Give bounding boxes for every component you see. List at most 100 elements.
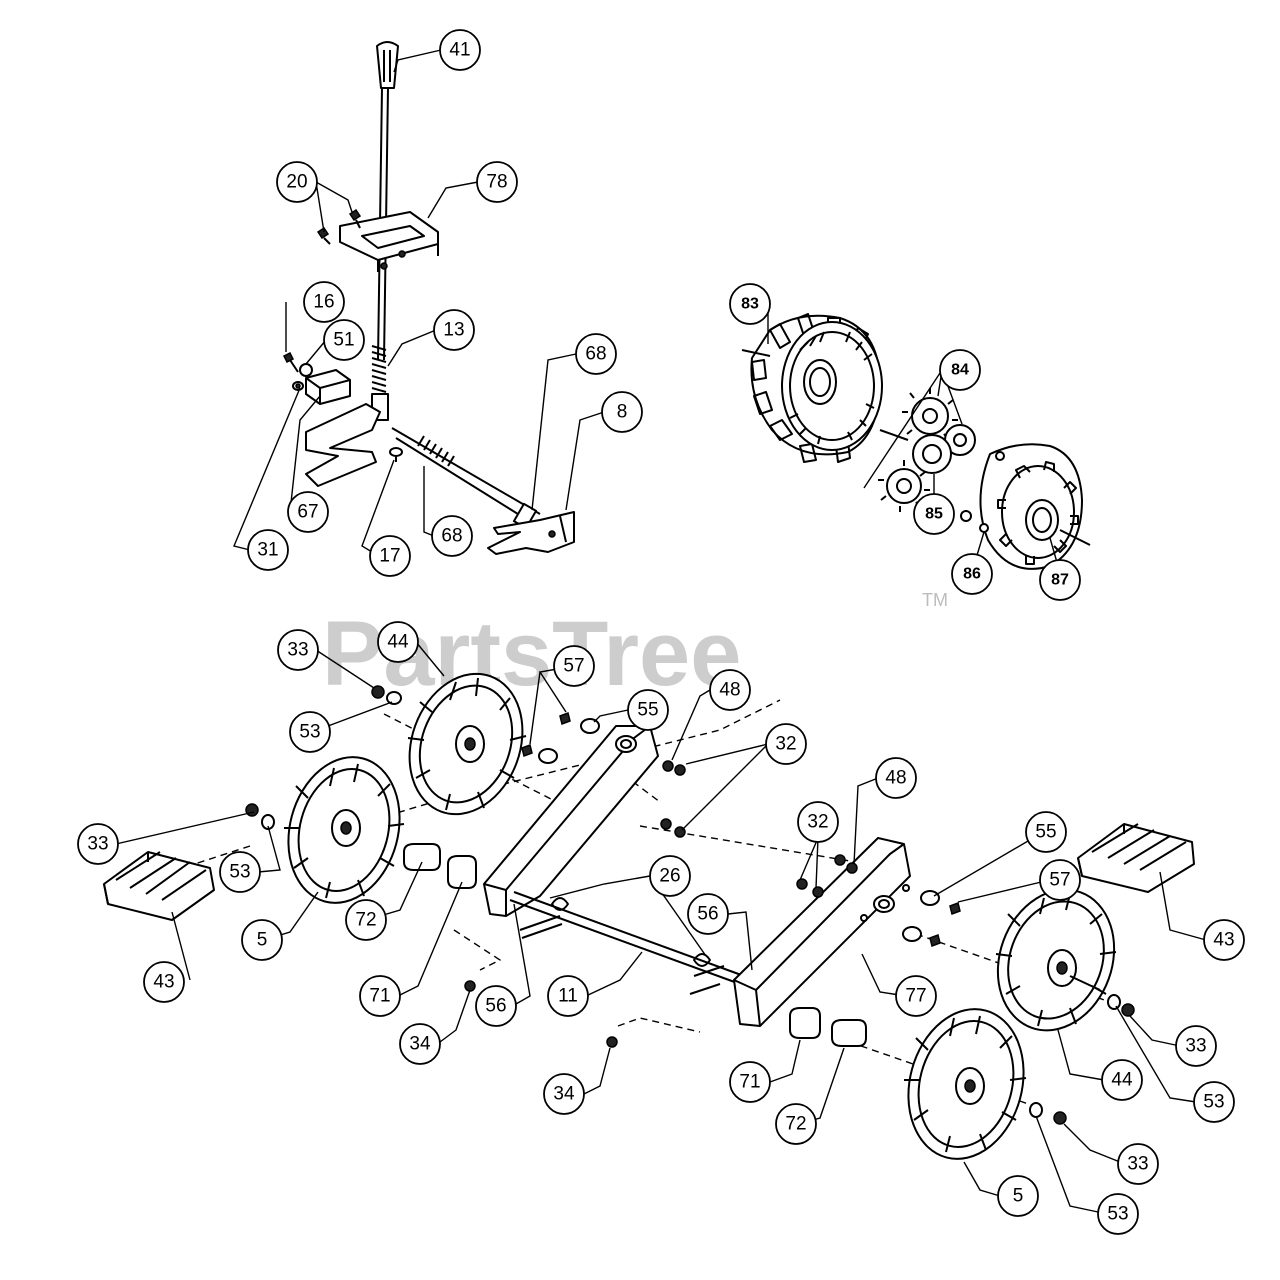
svg-text:41: 41	[449, 40, 470, 61]
svg-text:78: 78	[486, 172, 507, 193]
callout-33-lower-left[interactable]: 33	[77, 823, 119, 865]
left-track-pad	[103, 851, 215, 921]
callout-11[interactable]: 11	[547, 975, 589, 1017]
carrier-pin	[979, 523, 989, 533]
svg-text:72: 72	[355, 910, 376, 931]
svg-text:53: 53	[299, 722, 320, 743]
svg-text:53: 53	[1107, 1204, 1128, 1225]
callout-77[interactable]: 77	[895, 975, 937, 1017]
callout-32-right[interactable]: 32	[797, 801, 839, 843]
left-spacer-outer	[403, 843, 441, 871]
svg-text:56: 56	[697, 904, 718, 925]
callout-48-left[interactable]: 48	[709, 669, 751, 711]
callout-33-upper-right[interactable]: 33	[1175, 1025, 1217, 1067]
svg-text:44: 44	[1111, 1070, 1133, 1091]
callout-43-right[interactable]: 43	[1203, 919, 1245, 961]
detent-block	[305, 369, 351, 405]
callout-33-upper-left[interactable]: 33	[277, 629, 319, 671]
svg-text:26: 26	[659, 866, 680, 887]
callout-71-right[interactable]: 71	[729, 1061, 771, 1103]
right-track-pad	[1077, 823, 1195, 893]
callout-68-lower[interactable]: 68	[431, 515, 473, 557]
callout-5-left[interactable]: 5	[241, 919, 283, 961]
svg-text:84: 84	[951, 362, 969, 379]
callout-87[interactable]: 87	[1039, 559, 1081, 601]
svg-text:86: 86	[963, 566, 981, 583]
svg-text:5: 5	[1013, 1186, 1024, 1207]
callout-13[interactable]: 13	[433, 309, 475, 351]
callout-51[interactable]: 51	[323, 319, 365, 361]
callout-44-left[interactable]: 44	[377, 621, 419, 663]
callout-72-right[interactable]: 72	[775, 1103, 817, 1145]
left-track-sprocket-lower	[284, 756, 405, 904]
callout-43-left[interactable]: 43	[143, 961, 185, 1003]
callout-56-right[interactable]: 56	[687, 893, 729, 935]
svg-text:43: 43	[153, 972, 174, 993]
right-spacer-outer	[831, 1019, 867, 1047]
callout-26[interactable]: 26	[649, 855, 691, 897]
callout-56-left[interactable]: 56	[475, 985, 517, 1027]
svg-text:53: 53	[1203, 1092, 1224, 1113]
callout-71-left[interactable]: 71	[359, 975, 401, 1017]
shift-plate	[305, 403, 381, 487]
svg-text:48: 48	[885, 768, 906, 789]
callout-78[interactable]: 78	[476, 161, 518, 203]
track-drum	[750, 313, 883, 463]
callout-17[interactable]: 17	[369, 535, 411, 577]
shift-knob	[376, 41, 399, 89]
callout-41[interactable]: 41	[439, 29, 481, 71]
callout-34-right[interactable]: 34	[543, 1073, 585, 1115]
callout-86[interactable]: 86	[951, 553, 993, 595]
svg-text:17: 17	[379, 546, 400, 567]
svg-text:68: 68	[585, 344, 606, 365]
callout-48-right[interactable]: 48	[875, 757, 917, 799]
callout-5-right[interactable]: 5	[997, 1175, 1039, 1217]
svg-text:16: 16	[313, 292, 334, 313]
callout-53-lower-left[interactable]: 53	[219, 851, 261, 893]
callout-33-lower-right[interactable]: 33	[1117, 1143, 1159, 1185]
watermark-trademark: TM	[922, 590, 948, 610]
svg-text:34: 34	[553, 1084, 575, 1105]
svg-text:5: 5	[257, 930, 268, 951]
callout-53-upper-left[interactable]: 53	[289, 711, 331, 753]
callout-34-left[interactable]: 34	[399, 1023, 441, 1065]
svg-text:32: 32	[807, 812, 828, 833]
callout-67[interactable]: 67	[287, 491, 329, 533]
callout-57-right[interactable]: 57	[1039, 859, 1081, 901]
svg-text:77: 77	[905, 986, 926, 1007]
svg-text:55: 55	[1035, 822, 1056, 843]
svg-text:20: 20	[286, 172, 307, 193]
svg-text:57: 57	[563, 656, 584, 677]
callout-53-upper-right[interactable]: 53	[1193, 1081, 1235, 1123]
callout-55-left[interactable]: 55	[627, 689, 669, 731]
callout-44-right[interactable]: 44	[1101, 1059, 1143, 1101]
callout-57-left[interactable]: 57	[553, 645, 595, 687]
callout-72-left[interactable]: 72	[345, 899, 387, 941]
callout-31[interactable]: 31	[247, 529, 289, 571]
callout-85[interactable]: 85	[913, 493, 955, 535]
callout-8[interactable]: 8	[601, 391, 643, 433]
svg-text:57: 57	[1049, 870, 1070, 891]
callout-53-lower-right[interactable]: 53	[1097, 1193, 1139, 1235]
svg-text:53: 53	[229, 862, 250, 883]
callout-84[interactable]: 84	[939, 349, 981, 391]
callout-55-right[interactable]: 55	[1025, 811, 1067, 853]
callout-20[interactable]: 20	[276, 161, 318, 203]
shift-shaft	[391, 427, 541, 515]
left-spacer-inner	[447, 855, 477, 889]
svg-text:11: 11	[558, 986, 578, 1007]
svg-text:83: 83	[741, 296, 759, 313]
track-drive-gears	[741, 313, 1091, 570]
callout-16[interactable]: 16	[303, 281, 345, 323]
svg-text:31: 31	[257, 540, 278, 561]
right-track-sprocket-lower	[904, 1008, 1027, 1160]
right-spacer-inner	[789, 1007, 821, 1039]
callout-83[interactable]: 83	[729, 283, 771, 325]
callout-68-upper[interactable]: 68	[575, 333, 617, 375]
svg-text:71: 71	[369, 986, 390, 1007]
right-track-sprocket-upper	[995, 888, 1117, 1032]
callout-32-left[interactable]: 32	[765, 723, 807, 765]
left-swing-arm	[483, 725, 659, 917]
pin	[389, 447, 403, 457]
svg-text:33: 33	[287, 640, 308, 661]
